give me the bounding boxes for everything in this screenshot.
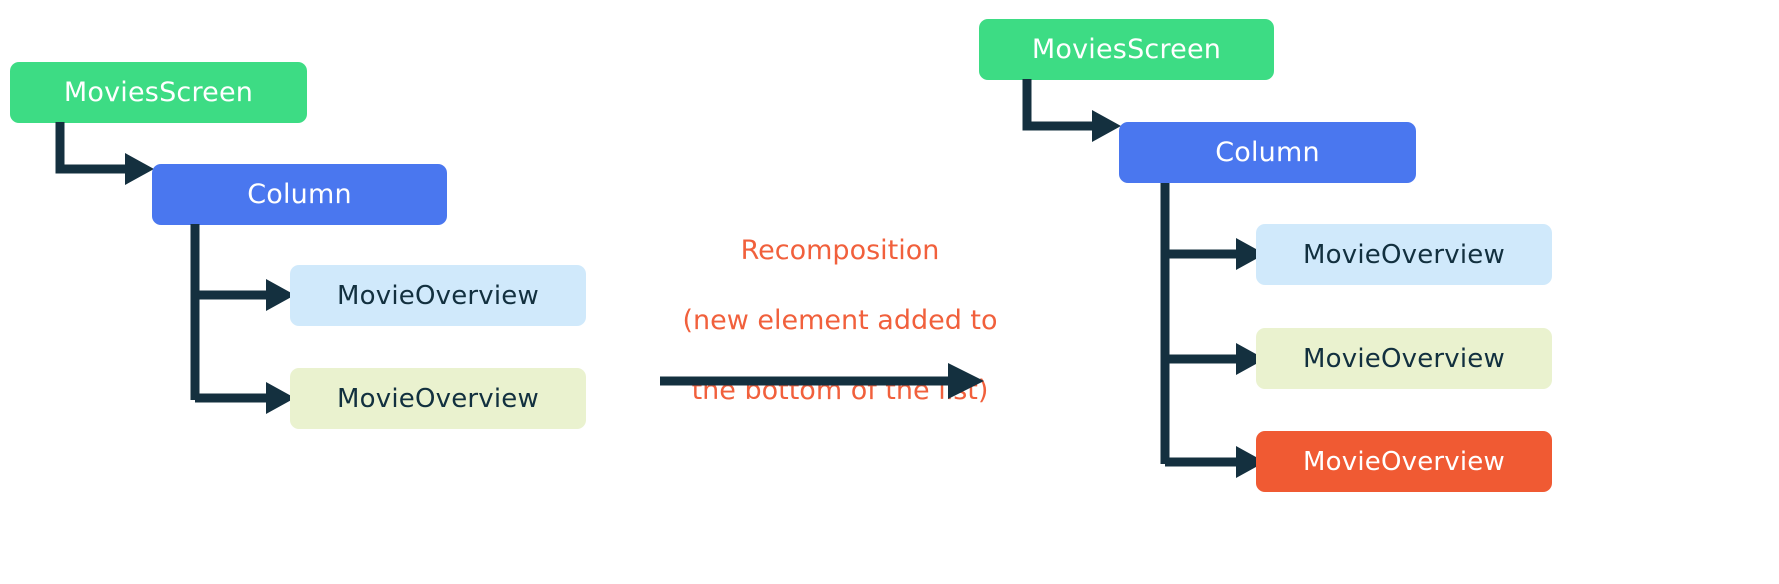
after-connector-column-to-children	[1160, 183, 1270, 478]
after-node-column[interactable]: Column	[1119, 122, 1416, 183]
before-node-movieoverview-1[interactable]: MovieOverview	[290, 265, 586, 326]
after-node-movieoverview-2[interactable]: MovieOverview	[1256, 328, 1552, 389]
caption-line-1: Recomposition	[740, 235, 940, 267]
before-node-column[interactable]: Column	[152, 164, 447, 225]
after-node-movieoverview-3[interactable]: MovieOverview	[1256, 431, 1552, 492]
before-node-moviesscreen[interactable]: MoviesScreen	[10, 62, 307, 123]
before-node-movieoverview-2[interactable]: MovieOverview	[290, 368, 586, 429]
before-connector-column-to-children	[190, 224, 300, 414]
recomposition-caption: Recomposition (new element added to the …	[660, 198, 1020, 444]
after-node-movieoverview-1[interactable]: MovieOverview	[1256, 224, 1552, 285]
caption-line-2: (new element added to	[682, 305, 998, 337]
after-node-moviesscreen[interactable]: MoviesScreen	[979, 19, 1274, 80]
recomposition-arrow	[660, 360, 985, 402]
before-connector-screen-to-column	[55, 122, 155, 187]
after-connector-screen-to-column	[1022, 79, 1122, 144]
